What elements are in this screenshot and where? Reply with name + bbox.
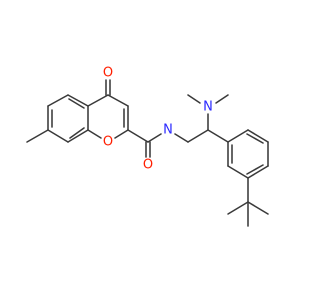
bond — [227, 129, 249, 143]
bond — [87, 129, 102, 139]
bond — [107, 94, 129, 107]
bond — [215, 94, 229, 104]
amide-nitrogen-label: N — [163, 123, 173, 138]
amide-oxygen-label: O — [143, 158, 153, 173]
ring-oxygen-label: O — [103, 135, 113, 150]
bond — [47, 129, 69, 143]
ketone-oxygen-label: O — [103, 66, 113, 81]
bond — [247, 129, 269, 143]
bond — [247, 201, 269, 215]
bond — [26, 129, 49, 143]
bond-layer — [26, 79, 269, 227]
bond — [174, 133, 189, 143]
amine-nitrogen-label: N — [203, 100, 213, 115]
bond — [246, 133, 264, 144]
bond — [67, 94, 89, 107]
chemical-structure-diagram: O O O N N — [26, 66, 269, 227]
bond — [227, 201, 249, 215]
bond — [247, 165, 269, 179]
bond — [187, 94, 201, 104]
bond — [67, 129, 89, 143]
bond — [47, 94, 69, 107]
bond — [207, 129, 229, 143]
bond — [69, 127, 85, 139]
molecule-canvas: O O O N N — [26, 65, 269, 227]
bond — [87, 94, 109, 107]
bond — [246, 164, 264, 175]
bond — [227, 165, 249, 179]
bond — [187, 129, 209, 143]
bond — [147, 133, 162, 143]
bond — [114, 129, 129, 139]
bond — [68, 98, 85, 109]
bond — [127, 129, 149, 143]
atom-label-layer: O O O N N — [103, 66, 213, 173]
